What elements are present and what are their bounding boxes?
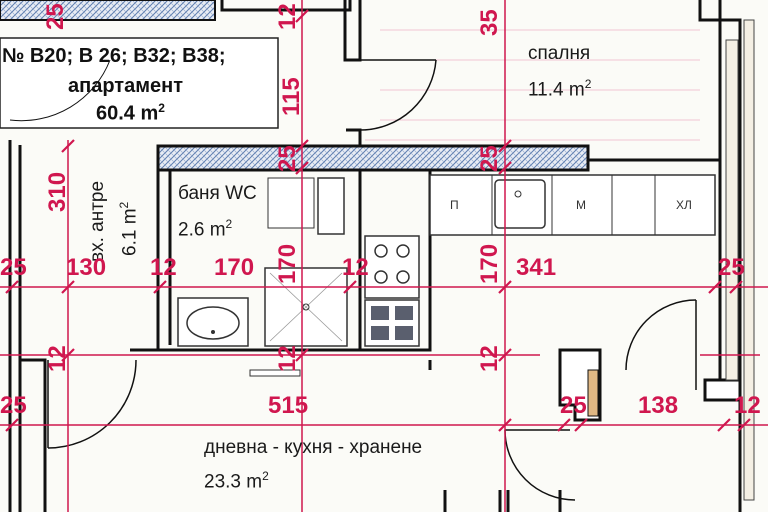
bathroom-area-exp: 2 (225, 217, 233, 231)
apartment-header-box (0, 37, 279, 129)
washbasin-icon (177, 297, 249, 347)
dim-row2-12-left: 12 (44, 345, 71, 372)
entrance-area: 6.1 m2 (117, 201, 141, 256)
dim-row1-130: 130 (66, 254, 107, 281)
dim-row3-25-left: 25 (0, 392, 27, 419)
dim-row1-341: 341 (516, 254, 557, 281)
entrance-label: вх. антре (87, 180, 108, 262)
top-left-slab (0, 0, 216, 21)
dim-row2-12-right: 12 (476, 345, 503, 372)
kitchen-sink-icon (494, 179, 546, 229)
dim-top-12: 12 (274, 3, 301, 30)
apartment-area-exp: 2 (158, 101, 165, 115)
dim-310: 310 (44, 171, 71, 212)
living-label: дневна - кухня - хранене (204, 437, 423, 458)
entrance-area-value: 6.1 m (119, 208, 141, 256)
living-area-exp: 2 (262, 469, 269, 483)
dim-row1-25-left: 25 (0, 254, 27, 281)
appliance-m-label: М (576, 198, 586, 212)
apartment-numbers: № B20; B 26; B32; B38; (2, 45, 226, 67)
threshold (249, 369, 301, 377)
stove-icon (364, 235, 420, 299)
dim-25-mid-b: 25 (476, 145, 503, 172)
shower-tray-icon (264, 267, 348, 347)
bedroom-bath-partition-slab (156, 144, 590, 172)
entrance-area-exp: 2 (117, 201, 131, 209)
appliance-p-label: П (450, 198, 459, 212)
appliance-hl-label: ХЛ (676, 198, 692, 212)
window-stub (587, 369, 599, 417)
dim-top-left: 25 (42, 3, 69, 30)
dim-170-b: 170 (476, 243, 503, 284)
bathroom-label: баня WC (178, 183, 257, 204)
doors (9, 59, 697, 501)
bathroom-area-value: 2.6 m (178, 219, 226, 241)
bedroom-area-value: 11.4 m (528, 79, 585, 101)
living-area-value: 23.3 m (204, 471, 263, 493)
apartment-area: 60.4 m2 (96, 102, 165, 124)
dim-row2-12-mid: 12 (274, 345, 301, 372)
dim-170-a: 170 (274, 243, 301, 284)
dim-row1-12-b: 12 (342, 254, 369, 281)
dim-row3-138: 138 (638, 392, 679, 419)
right-window-frame (725, 39, 739, 381)
dim-row1-25-right: 25 (718, 254, 745, 281)
dim-top-35: 35 (476, 9, 503, 36)
bathroom-area: 2.6 m2 (178, 218, 232, 239)
bedroom-floor-pattern (365, 29, 700, 141)
apartment-area-value: 60.4 m (96, 102, 159, 125)
dim-row1-12-a: 12 (150, 254, 177, 281)
oven-icon (364, 299, 420, 347)
bedroom-area-exp: 2 (584, 77, 592, 91)
toilet-icon (267, 177, 345, 235)
dim-25-mid-a: 25 (274, 145, 301, 172)
living-area: 23.3 m2 (204, 470, 269, 491)
dim-115: 115 (278, 77, 305, 116)
dim-row3-12-right: 12 (734, 392, 761, 419)
dim-row3-25-mid: 25 (560, 392, 587, 419)
walls (8, 0, 742, 512)
bedroom-area: 11.4 m2 (528, 78, 591, 99)
apartment-type: апартамент (68, 75, 183, 97)
facade-window (743, 19, 755, 501)
dim-row1-170: 170 (214, 254, 255, 281)
bedroom-label: спалня (528, 43, 591, 64)
dimension-ticks (5, 9, 751, 432)
kitchen-counter (429, 174, 716, 236)
dim-row3-515: 515 (268, 392, 309, 419)
